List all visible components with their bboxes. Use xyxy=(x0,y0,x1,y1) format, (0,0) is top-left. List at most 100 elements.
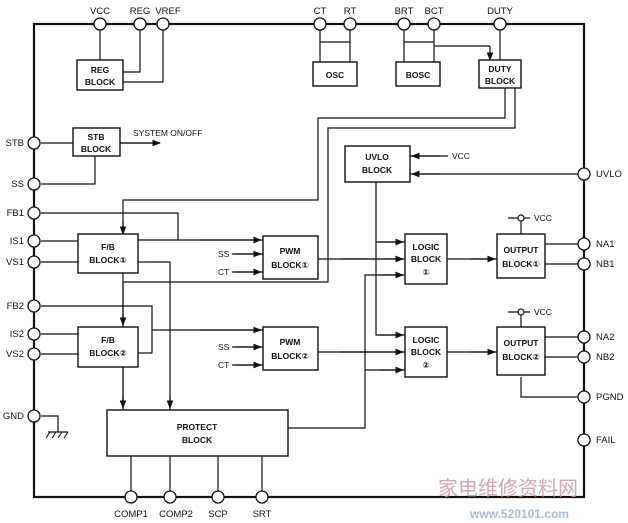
pin-label-reg: REG xyxy=(130,6,151,17)
fb2-block-label: F/B xyxy=(101,335,115,345)
pin-label-vs2: VS2 xyxy=(6,349,24,360)
logic2-block xyxy=(404,326,448,378)
pin-duty xyxy=(493,17,507,31)
pin-stb xyxy=(27,136,41,150)
pin-label-fb1: FB1 xyxy=(7,208,24,219)
pin-vs2 xyxy=(27,347,41,361)
pin-labels: VCC REG VREF CT RT BRT BCT DUTY STB SS F… xyxy=(3,6,624,520)
logic2-block-label: LOGIC xyxy=(413,335,440,345)
stb-block-label: STB xyxy=(88,132,105,142)
pin-label-vref: VREF xyxy=(155,6,181,17)
pin-is2 xyxy=(27,327,41,341)
pin-label-is1: IS1 xyxy=(10,236,24,247)
pin-label-is2: IS2 xyxy=(10,329,24,340)
protect-block-label-2: BLOCK xyxy=(182,435,213,445)
pin-uvlo xyxy=(577,167,591,181)
pwm2-ct-label: CT xyxy=(218,360,229,370)
fb1-block-label-2: BLOCK① xyxy=(89,255,126,265)
pin-nb2 xyxy=(577,350,591,364)
logic1-block-label-3: ① xyxy=(422,267,429,277)
pin-label-ct: CT xyxy=(314,6,327,17)
uvlo-vcc-label: VCC xyxy=(452,151,470,161)
bosc-block xyxy=(395,61,441,87)
pin-label-na1: NA1 xyxy=(596,239,614,250)
output2-block-label: OUTPUT xyxy=(504,338,540,348)
reg-block-label: REG xyxy=(91,65,110,75)
pin-label-ss: SS xyxy=(11,179,24,190)
signal-labels: SYSTEM ON/OFF VCC SS CT SS CT VCC VCC xyxy=(133,128,552,370)
pins xyxy=(27,17,591,504)
pin-vs1 xyxy=(27,255,41,269)
uvlo-block-label: UVLO xyxy=(365,152,389,162)
duty-block-label-2: BLOCK xyxy=(485,76,516,86)
block-labels: REG BLOCK OSC BOSC DUTY BLOCK STB BLOCK … xyxy=(81,64,540,445)
output1-block xyxy=(496,233,546,279)
reg-block xyxy=(76,59,124,91)
duty-block-label: DUTY xyxy=(488,64,511,74)
pin-fb2 xyxy=(27,299,41,313)
pin-label-fb2: FB2 xyxy=(7,301,24,312)
pin-comp1 xyxy=(124,490,138,504)
watermark-url: www.520101.com xyxy=(469,507,569,521)
pin-reg xyxy=(133,17,147,31)
pin-fail xyxy=(577,433,591,447)
protect-block-label: PROTECT xyxy=(177,422,218,432)
logic1-block xyxy=(404,233,448,285)
pin-fb1 xyxy=(27,206,41,220)
fb2-block-label-2: BLOCK② xyxy=(89,348,126,358)
logic2-block-label-3: ② xyxy=(422,360,429,370)
pwm2-block xyxy=(262,326,319,371)
uvlo-block xyxy=(344,145,411,183)
osc-block xyxy=(312,61,358,87)
pwm1-ss-label: SS xyxy=(218,249,230,259)
pin-label-comp1: COMP1 xyxy=(114,509,148,520)
pin-label-comp2: COMP2 xyxy=(159,509,193,520)
fb2-block xyxy=(77,326,139,368)
pin-label-bct: BCT xyxy=(425,6,444,17)
pin-label-fail: FAIL xyxy=(596,435,616,446)
pin-scp xyxy=(211,490,225,504)
pin-label-srt: SRT xyxy=(253,509,272,520)
ground-symbol xyxy=(45,431,69,439)
logic2-block-label-2: BLOCK xyxy=(411,347,442,357)
duty-block xyxy=(478,59,522,89)
pwm2-block-label-2: BLOCK② xyxy=(271,351,308,361)
pin-label-scp: SCP xyxy=(208,509,228,520)
output2-block xyxy=(496,326,546,376)
output1-block-label-2: BLOCK① xyxy=(502,259,539,269)
pin-label-nb2: NB2 xyxy=(596,352,614,363)
pwm1-block-label: PWM xyxy=(280,246,301,256)
pin-na2 xyxy=(577,330,591,344)
stb-block-label-2: BLOCK xyxy=(81,144,112,154)
system-onoff-label: SYSTEM ON/OFF xyxy=(133,128,202,138)
pin-is1 xyxy=(27,234,41,248)
pin-vcc xyxy=(93,17,107,31)
osc-block-label: OSC xyxy=(326,70,344,80)
pin-rt xyxy=(343,17,357,31)
protect-block xyxy=(106,409,289,457)
pin-gnd xyxy=(27,409,41,423)
pwm2-block-label: PWM xyxy=(280,337,301,347)
pin-label-rt: RT xyxy=(344,6,357,17)
pin-srt xyxy=(255,490,269,504)
fb1-block xyxy=(77,233,139,274)
pin-pgnd xyxy=(577,390,591,404)
pin-label-vcc: VCC xyxy=(90,6,110,17)
pin-label-pgnd: PGND xyxy=(596,392,624,403)
vcc-supply-symbols xyxy=(508,214,530,316)
bosc-block-label: BOSC xyxy=(406,70,431,80)
logic1-block-label-2: BLOCK xyxy=(411,254,442,264)
output1-block-label: OUTPUT xyxy=(504,245,540,255)
pwm1-block xyxy=(262,235,319,280)
pin-comp2 xyxy=(163,490,177,504)
logic1-block-label: LOGIC xyxy=(413,242,440,252)
stb-block xyxy=(72,127,121,157)
uvlo-block-label-2: BLOCK xyxy=(362,165,393,175)
watermark-chinese: 家电维修资料网 xyxy=(438,476,578,500)
pin-label-na2: NA2 xyxy=(596,332,614,343)
arrows xyxy=(119,46,496,409)
pin-bct xyxy=(427,17,441,31)
pin-label-duty: DUTY xyxy=(487,6,514,17)
reg-block-label-2: BLOCK xyxy=(85,77,116,87)
